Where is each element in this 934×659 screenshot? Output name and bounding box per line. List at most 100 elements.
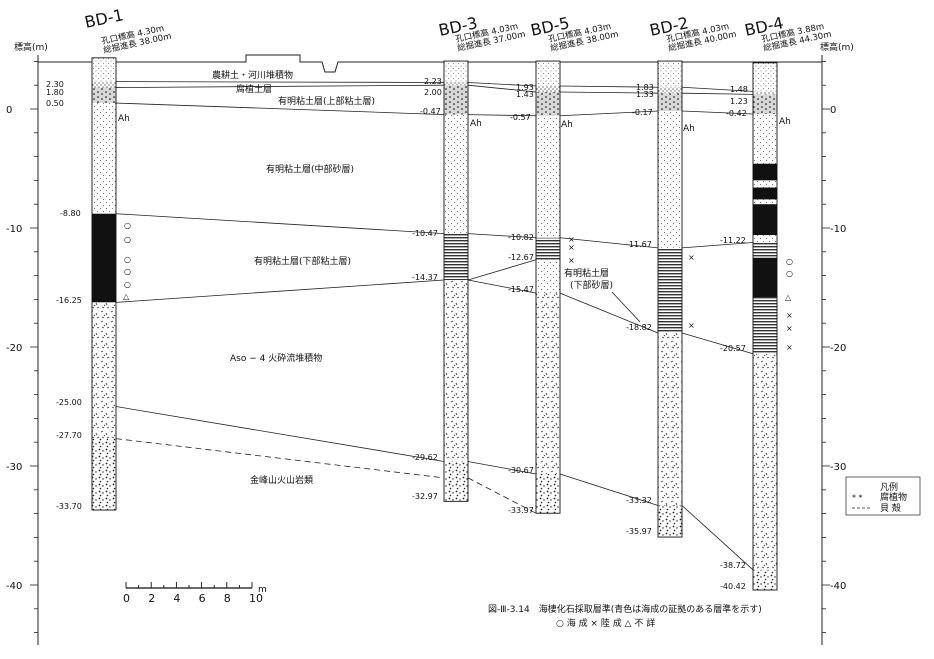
correlation-line: [467, 84, 537, 93]
ah-marker: Ah: [118, 114, 130, 124]
shell-boundary-line: [467, 477, 537, 514]
correlation-line: [115, 84, 445, 88]
layer-band: [753, 235, 777, 243]
correlation-line: [115, 279, 445, 303]
legend-box: [845, 476, 921, 516]
axis-tick-label: -20: [6, 343, 22, 354]
terrestrial-symbol: ×: [568, 243, 575, 252]
depth-label: 1.23: [730, 97, 748, 106]
layer-band: [658, 93, 682, 112]
depth-label: 2.00: [424, 88, 442, 97]
layer-name-humus: 腐植土層: [236, 83, 272, 95]
layer-band: [753, 353, 777, 570]
elevation-axes: [37, 55, 823, 645]
column-outline: [752, 62, 778, 591]
depth-label: -29.62: [412, 453, 438, 462]
correlation-line: [559, 292, 659, 334]
layer-band: [658, 332, 682, 506]
correlation-line: [559, 91, 659, 94]
borehole-label: BD-1: [83, 5, 125, 32]
depth-label: -25.00: [56, 398, 82, 407]
depth-label: 2.30: [46, 80, 64, 89]
layer-band: [536, 91, 560, 116]
layer-band: [536, 259, 560, 294]
legend-title: 凡例: [880, 481, 898, 493]
column-outline: [91, 57, 117, 511]
depth-labels-bd3: 2.23 2.00 -0.47 -10.47 -14.37 -29.62 -32…: [412, 77, 442, 501]
layer-name-upper-clay: 有明粘土層(上部粘土層): [278, 95, 375, 107]
depth-labels-bd2: 1.83 1.33 -0.17 -11.67 -18.82 -33.32 -35…: [626, 83, 654, 536]
layer-band: [753, 204, 777, 236]
layer-band: [753, 62, 777, 92]
depth-label: -16.25: [56, 296, 82, 305]
layer-band: [92, 213, 116, 303]
depth-label: -33.32: [626, 496, 652, 505]
terrestrial-symbol: ×: [786, 343, 793, 352]
layer-band: [444, 461, 468, 502]
depth-label: -10.82: [508, 233, 534, 242]
depth-label: -0.17: [632, 108, 653, 117]
fossil-symbols: ○ ○ ○ ○ ○ △ × × × × × ○ ○ △ × × ×: [123, 221, 793, 352]
correlation-line: [681, 505, 754, 571]
scale-label: 4: [173, 592, 180, 605]
depth-label: -40.42: [720, 582, 746, 591]
layer-band: [536, 115, 560, 238]
correlation-line: [681, 86, 754, 92]
depth-label: -18.82: [626, 323, 652, 332]
correlation-line: [681, 110, 754, 115]
depth-label: -11.67: [626, 240, 652, 249]
depth-label: -27.70: [56, 431, 82, 440]
right-axis-title: 標高(m): [820, 41, 854, 53]
column-bd2: [657, 60, 683, 538]
layer-band: [444, 85, 468, 115]
layer-band: [92, 57, 116, 82]
layer-name-lower-sand-sub: (下部砂層): [570, 279, 613, 291]
column-outline: [535, 60, 561, 514]
ground-surface: [38, 54, 822, 73]
depth-label: 0.50: [46, 99, 64, 108]
shell-boundary-line: [115, 438, 445, 479]
marine-symbol: ○: [124, 280, 131, 289]
correlation-lines: [115, 81, 754, 571]
legend: 凡例 ⁎ ⁎ 腐植物 貝 殻: [845, 476, 921, 516]
scale-label: 6: [199, 592, 206, 605]
depth-label: 1.80: [46, 88, 64, 97]
correlation-line: [681, 92, 754, 95]
correlation-line: [467, 82, 537, 87]
marine-symbol: ○: [786, 257, 793, 266]
correlation-line: [115, 213, 445, 234]
layer-band: [92, 302, 116, 407]
depth-label: 2.23: [424, 77, 442, 86]
axis-tick-label: -10: [830, 224, 846, 235]
borehole-columns: [91, 57, 778, 591]
layer-band: [658, 505, 682, 538]
layer-name-lower-sand: 有明粘土層: [564, 267, 609, 279]
legend-item-shell: 貝 殻: [880, 502, 901, 514]
depth-label: -38.72: [720, 561, 746, 570]
figure-caption: 図-Ⅲ-3.14 海棲化石採取層準(青色は海成の証拠のある層準を示す): [488, 603, 762, 615]
depth-label: -30.67: [508, 466, 534, 475]
marine-symbol: ○: [124, 235, 131, 244]
figure-legend-symbols: ○ 海 成 × 陸 成 △ 不 詳: [556, 617, 655, 629]
layer-band: [92, 406, 116, 439]
ah-marker: Ah: [779, 117, 791, 127]
layer-name-kinpo: 金峰山火山岩類: [250, 474, 313, 486]
depth-label: -33.97: [508, 506, 534, 515]
depth-label: 1.83: [636, 83, 654, 92]
correlation-line: [115, 81, 445, 83]
ah-marker: Ah: [683, 124, 695, 134]
layer-band: [753, 113, 777, 164]
depth-label: -14.37: [412, 273, 438, 282]
layer-band: [536, 293, 560, 474]
depth-labels-bd4: 1.48 1.23 -0.42 -11.22 -20.57 -38.72 -40…: [720, 85, 748, 591]
layer-band: [658, 61, 682, 88]
humus-symbol-icon: ⁎ ⁎: [852, 491, 863, 500]
layer-name-middle-sand: 有明粘土層(中部砂層): [266, 163, 354, 175]
layer-band: [536, 61, 560, 87]
depth-label: -33.70: [56, 502, 82, 511]
correlation-line: [467, 259, 537, 281]
ah-marker: Ah: [561, 120, 573, 130]
depth-labels-bd1: 2.30 1.80 0.50 -8.80 -16.25 -25.00 -27.7…: [46, 80, 82, 511]
column-bd5: [535, 60, 561, 514]
terrestrial-symbol: ×: [688, 321, 695, 330]
